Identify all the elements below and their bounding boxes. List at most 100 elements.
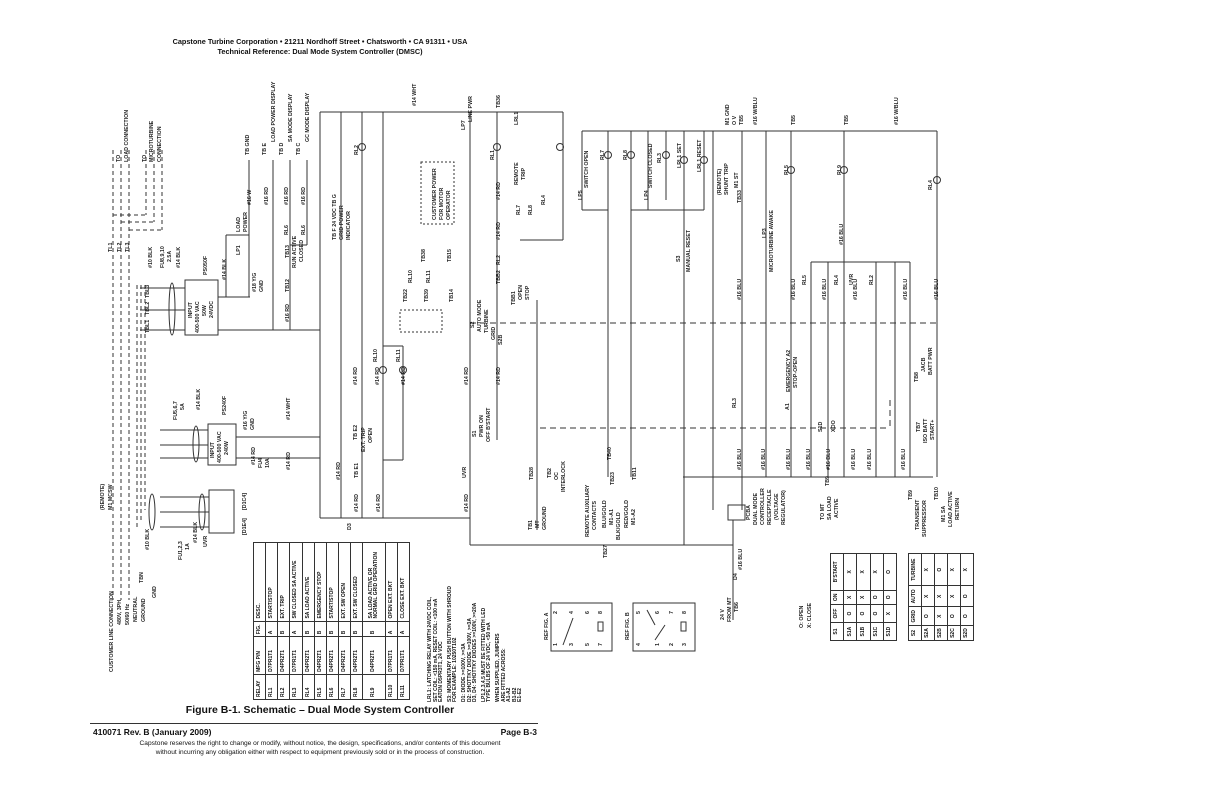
schematic-label: TBN xyxy=(139,572,145,583)
schematic-label: TO xyxy=(116,155,122,162)
schematic-label: M1 MCSW xyxy=(108,484,114,510)
schematic-label: TRANSIENT xyxy=(915,499,921,530)
table-cell: A xyxy=(385,621,398,637)
schematic-label: TO xyxy=(142,155,148,162)
schematic-label: SWITCH CLOSED xyxy=(648,143,654,188)
schematic-label: FU4 xyxy=(258,458,264,468)
schematic-label: RL11 xyxy=(396,349,402,362)
schematic-label: LRL1 xyxy=(514,112,520,125)
schematic-label: GND xyxy=(259,280,265,292)
schematic-label: TB F 24 VDC TB G xyxy=(332,194,338,240)
column-header: MFG P/N xyxy=(253,636,266,675)
table-cell: SA LOAD ACTIVE OR NORMAL GRID OPERATION xyxy=(362,542,386,622)
table-cell: S1D xyxy=(883,622,897,641)
schematic-label: 24VDC xyxy=(209,301,215,318)
schematic-label: LOAD POWER DISPLAY xyxy=(271,81,277,142)
schematic-label: FOR MOTOR xyxy=(439,188,445,220)
schematic-label: OFF B'START xyxy=(486,407,492,442)
schematic-label: RL4 xyxy=(834,275,840,285)
table-cell: O xyxy=(843,604,857,623)
schematic-label: TB5 xyxy=(739,115,745,125)
schematic-label: OPERATOR xyxy=(446,190,452,220)
schematic-label: RL5 xyxy=(802,275,808,285)
schematic-label: #14 RD xyxy=(496,222,502,240)
schematic-label: LINE PWR xyxy=(468,96,474,122)
schematic-label: TB5 xyxy=(844,115,850,125)
schematic-label: O V xyxy=(732,115,738,125)
table-cell: S2B xyxy=(934,625,948,641)
schematic-label: 240W xyxy=(224,441,230,455)
schematic-label: S2 xyxy=(470,321,476,328)
schematic-label: #16 BLU xyxy=(851,449,857,470)
schematic-label: #14 RD xyxy=(376,494,382,512)
schematic-label: #14 RD xyxy=(251,447,257,465)
schematic-label: TB E2 xyxy=(353,425,359,440)
schematic-label: CONTROLLER xyxy=(760,488,766,525)
document-revision: 410071 Rev. B (January 2009) xyxy=(93,727,212,737)
relay-terminal-number: 8 xyxy=(682,611,688,614)
relay-terminal-number: 3 xyxy=(682,643,688,646)
schematic-label: TL2 xyxy=(117,243,123,252)
table-cell: RL2 xyxy=(277,674,290,700)
schematic-label: GND xyxy=(250,418,256,430)
schematic-label: SHUNT TRIP xyxy=(724,163,730,195)
schematic-label: #14 RD xyxy=(496,182,502,200)
schematic-label: RL6 xyxy=(301,225,307,235)
switch-legend-close: X: CLOSE xyxy=(807,603,813,628)
schematic-label: CUSTOMER POWER xyxy=(432,168,438,220)
schematic-label: EMERGENCY A2 xyxy=(786,350,792,392)
schematic-label: 2.5A xyxy=(167,251,173,262)
schematic-label: #16 BLU xyxy=(737,279,743,300)
relay-terminal-number: 7 xyxy=(598,643,604,646)
column-header: FIG. xyxy=(253,621,266,637)
table-cell: SA LOAD ACTIVE xyxy=(302,542,315,622)
schematic-label: #16 Y/G xyxy=(243,411,249,430)
schematic-label: TB D xyxy=(279,142,285,155)
column-header: ON xyxy=(830,590,844,605)
schematic-label: FU1,2,3 xyxy=(178,541,184,560)
schematic-label: RL4 xyxy=(541,195,547,205)
schematic-label: UVR xyxy=(203,536,209,547)
schematic-label: TB10 xyxy=(934,487,940,500)
schematic-label: LOAD xyxy=(236,217,242,232)
table-cell: X xyxy=(934,606,948,626)
schematic-label: LP1 xyxy=(236,245,242,255)
schematic-label: CLOSED xyxy=(299,240,305,262)
schematic-label: TB E1 xyxy=(354,463,360,478)
schematic-label: #14 WHT xyxy=(286,397,292,420)
schematic-label: PS240F xyxy=(222,395,228,415)
table-cell: A xyxy=(397,621,410,637)
disclaimer-line-1: Capstone reserves the right to change or… xyxy=(139,740,501,747)
schematic-label: TB39 xyxy=(424,289,430,302)
disclaimer-line-2: without incurring any obligation either … xyxy=(155,749,485,756)
schematic-label: GRID POWER xyxy=(339,205,345,240)
table-cell: B xyxy=(314,621,327,637)
schematic-label: TB7 xyxy=(916,422,922,432)
schematic-label: #14 BLK xyxy=(196,389,202,410)
schematic-label: TB14 xyxy=(449,289,455,302)
schematic-label: EXT. TRIP xyxy=(361,427,367,452)
schematic-label: TB6 xyxy=(734,602,740,612)
schematic-label: STOP-OPEN xyxy=(793,357,799,388)
schematic-label: RL1 xyxy=(490,150,496,160)
schematic-label: LP3 xyxy=(762,228,768,238)
table-cell: S2A xyxy=(921,625,935,641)
schematic-label: [D1E4] xyxy=(242,518,248,535)
schematic-label: TL1 xyxy=(108,243,114,252)
table-cell: O xyxy=(870,590,884,605)
schematic-label: MANUAL RESET xyxy=(686,229,692,272)
table-cell: X xyxy=(883,604,897,623)
schematic-label: LOAD CONNECTION xyxy=(124,110,130,162)
schematic-label: RL2 xyxy=(354,145,360,155)
table-cell: D7PR1T1 xyxy=(385,636,398,675)
table-cell: X xyxy=(843,590,857,605)
schematic-label: TRIP xyxy=(521,167,527,180)
